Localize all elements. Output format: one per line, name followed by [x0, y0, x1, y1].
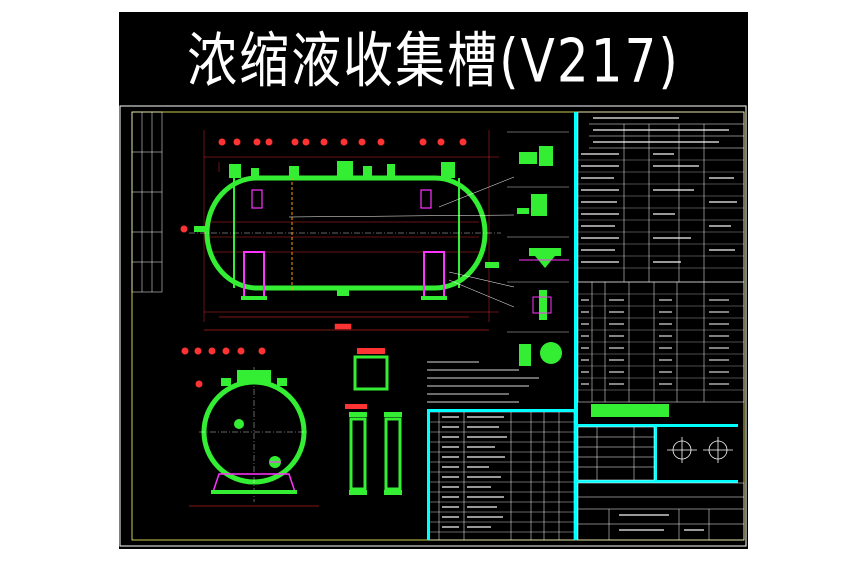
- design-data-entries: [581, 117, 737, 263]
- revision-block: [577, 426, 655, 481]
- parts-list-entries: [442, 416, 507, 528]
- design-data-table: [577, 111, 745, 283]
- nozzle-table-rows: [578, 293, 744, 391]
- support-details: [349, 355, 402, 491]
- tank-elevation-view: [189, 130, 515, 322]
- title-block: [577, 482, 745, 541]
- projection-symbol: [667, 437, 733, 463]
- overall-dimension: [204, 316, 489, 331]
- section-bars: [427, 112, 738, 540]
- tank-end-view: [189, 367, 319, 507]
- parts-list: [428, 411, 575, 541]
- technical-notes: [427, 361, 539, 403]
- detail-views: [507, 131, 569, 366]
- sheet-outer-frame: [119, 105, 747, 547]
- nozzle-table-entries: [581, 299, 729, 385]
- design-data-rows: [578, 159, 744, 269]
- callout-balloons: [180, 138, 467, 388]
- cad-viewport[interactable]: 浓缩液收集槽(V217): [119, 12, 748, 549]
- top-nozzles: [229, 161, 455, 178]
- internal-baffles: [251, 189, 432, 209]
- drawing-canvas: [119, 105, 747, 547]
- drawing-title: 浓缩液收集槽(V217): [187, 26, 680, 96]
- parts-list-rows: [429, 421, 574, 533]
- left-revision-strip: [131, 111, 163, 293]
